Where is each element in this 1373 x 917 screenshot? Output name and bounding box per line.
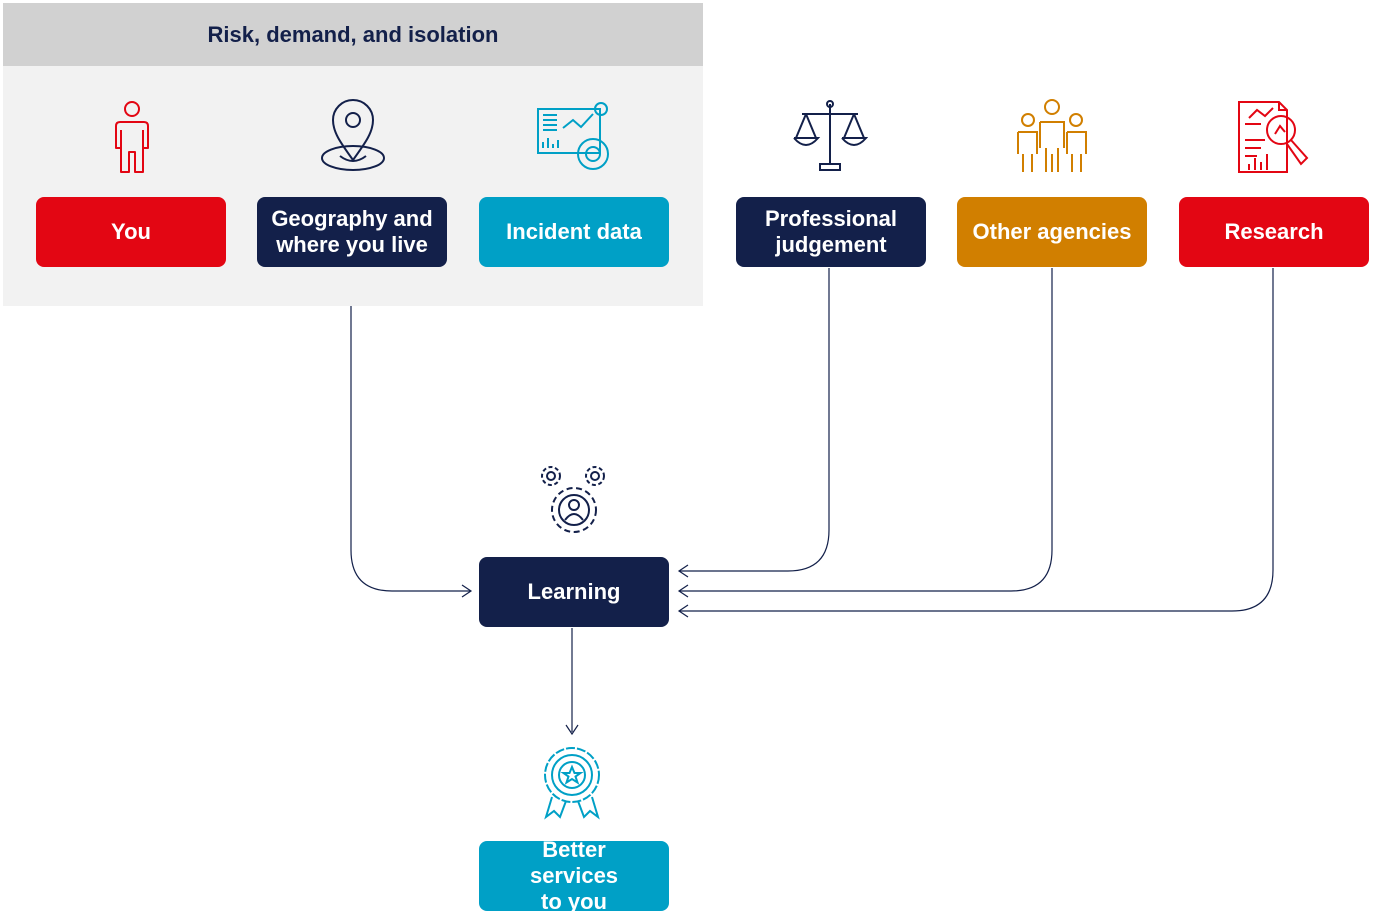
group-title: Risk, demand, and isolation	[3, 3, 703, 66]
arrowhead-research	[677, 604, 689, 618]
dashboard-icon	[537, 102, 609, 170]
connector-research	[680, 268, 1274, 612]
node-incident-data: Incident data	[479, 197, 669, 267]
person-icon	[115, 101, 149, 173]
arrowhead-geography	[461, 584, 473, 598]
connector-geography	[350, 306, 470, 592]
node-professional-judgement: Professional judgement	[736, 197, 926, 267]
map-pin-icon	[321, 99, 385, 171]
award-rosette-icon	[544, 747, 600, 820]
arrowhead-agencies	[677, 584, 689, 598]
gears-person-icon	[541, 466, 605, 533]
node-other-agencies: Other agencies	[957, 197, 1147, 267]
node-better-services: Better services to you	[479, 837, 669, 914]
connector-professional	[680, 268, 830, 572]
arrowhead-professional	[677, 564, 689, 578]
scales-icon	[793, 100, 868, 171]
report-magnifier-icon	[1238, 101, 1309, 173]
node-learning: Learning	[479, 557, 669, 627]
connector-agencies	[680, 268, 1053, 592]
people-group-icon	[1017, 99, 1087, 172]
node-geography: Geography and where you live	[257, 197, 447, 267]
arrowhead-better	[565, 724, 579, 736]
node-research: Research	[1179, 197, 1369, 267]
node-you: You	[36, 197, 226, 267]
